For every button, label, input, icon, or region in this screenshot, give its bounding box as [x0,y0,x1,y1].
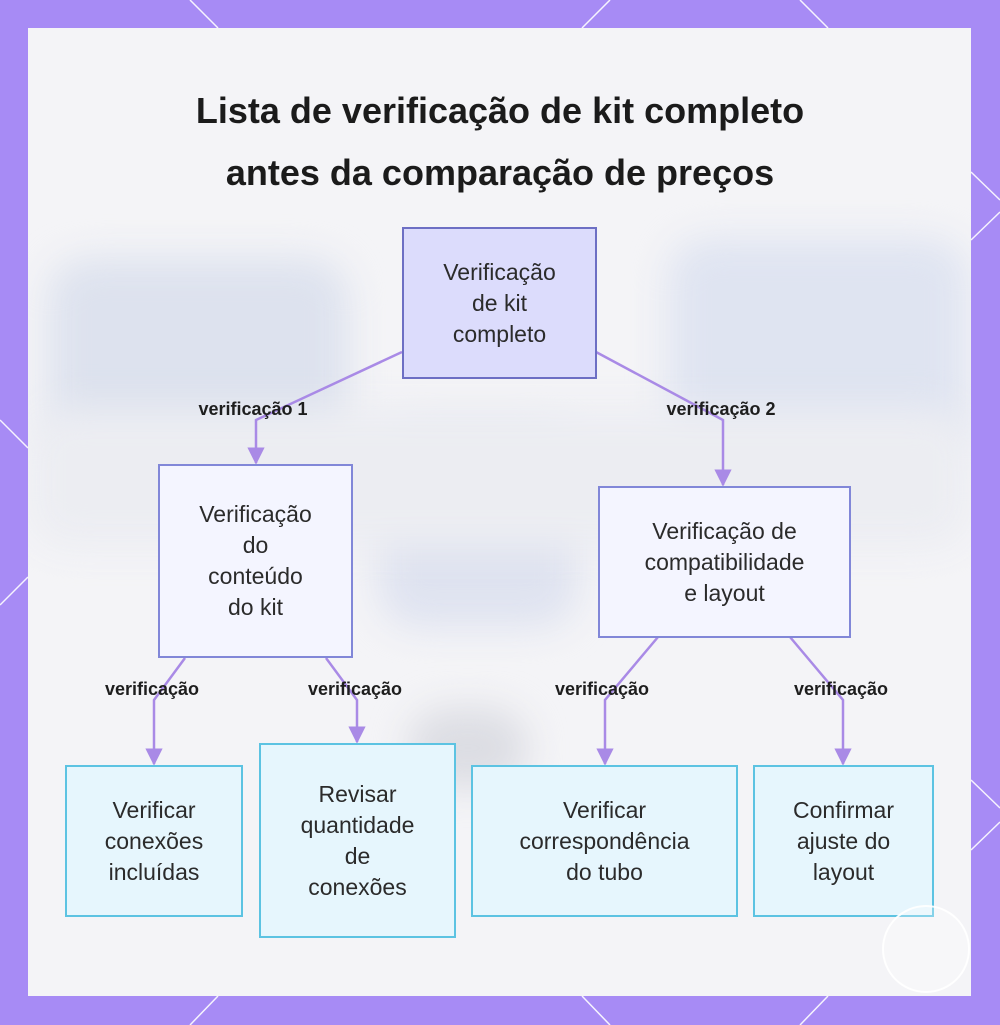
node-leaf-included-connections: Verificar conexões incluídas [65,765,243,917]
node-content-label: Verificação do conteúdo do kit [199,501,312,620]
edge-compat-leaf3 [596,636,659,766]
edge-label-leaf3: verificação [554,679,650,699]
title-line-2: antes da comparação de preços [225,152,775,193]
page-title: Lista de verificação de kit completo ant… [0,80,1000,204]
edge-label-leaf2: verificação [307,679,403,699]
edge-label-leaf4: verificação [793,679,889,699]
node-compat-check: Verificação de compatibilidade e layout [598,486,851,638]
edge-root-compat [595,350,732,487]
edge-label-leaf1: verificação [104,679,200,699]
node-leaf2-label: Revisar quantidade de conexões [300,780,415,900]
node-leaf-tube-match: Verificar correspondência do tubo [471,765,738,917]
edge-label-check-1: verificação 1 [198,399,308,419]
node-leaf-layout-fit: Confirmar ajuste do layout [753,765,934,917]
node-leaf1-label: Verificar conexões incluídas [104,796,204,885]
node-leaf4-label: Confirmar ajuste do layout [793,796,894,885]
node-root: Verificação de kit completo [402,227,597,379]
node-leaf3-label: Verificar correspondência do tubo [519,796,690,885]
title-line-1: Lista de verificação de kit completo [195,90,805,131]
node-content-check: Verificação do conteúdo do kit [158,464,353,658]
edge-root-content [247,350,403,465]
watermark-logo [882,905,970,993]
node-compat-label: Verificação de compatibilidade e layout [644,517,805,606]
node-leaf-connection-quantity: Revisar quantidade de conexões [259,743,456,938]
edge-compat-leaf4 [789,636,852,766]
edge-content-leaf2 [324,657,366,744]
edge-content-leaf1 [145,657,187,766]
edge-label-check-2: verificação 2 [666,399,776,419]
node-root-label: Verificação de kit completo [443,258,556,347]
